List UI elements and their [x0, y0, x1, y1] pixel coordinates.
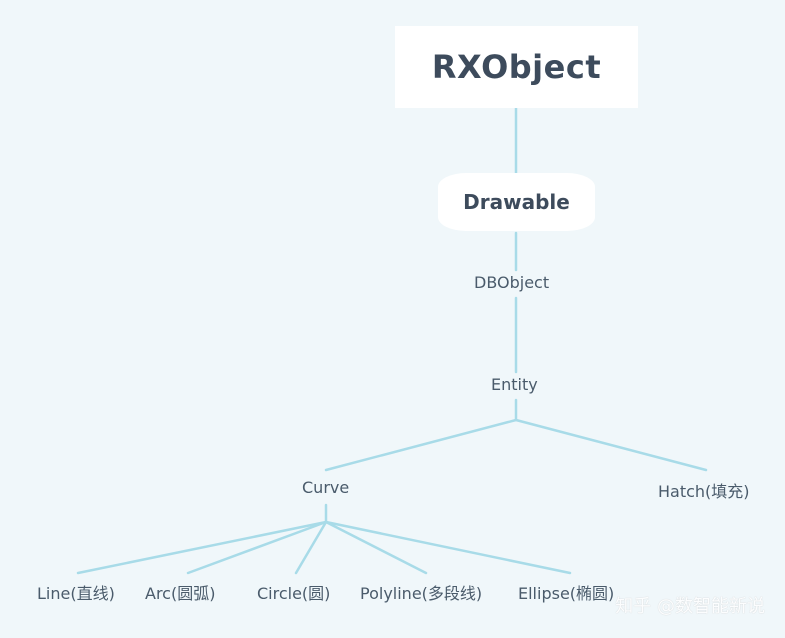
connector-entity-hatch [514, 418, 708, 472]
node-hatch: Hatch(填充) [656, 478, 752, 502]
node-polyline: Polyline(多段线) [358, 580, 485, 604]
node-drawable: Drawable [438, 173, 595, 231]
node-entity: Entity [489, 375, 540, 394]
node-arc: Arc(圆弧) [143, 580, 218, 604]
node-line: Line(直线) [35, 580, 117, 604]
node-rxobject-label: RXObject [431, 48, 602, 86]
connector-curve-polyline [324, 520, 428, 575]
node-rxobject: RXObject [395, 26, 638, 108]
node-circle: Circle(圆) [255, 580, 333, 604]
node-drawable-label: Drawable [463, 190, 570, 214]
connector-curve-line [76, 520, 328, 575]
watermark: 知乎 @数智能新说 [615, 596, 765, 617]
node-ellipse: Ellipse(椭圆) [516, 580, 617, 604]
connector-curve-arc [186, 520, 328, 575]
node-curve: Curve [300, 478, 352, 497]
node-dbobject: DBObject [472, 273, 552, 292]
connector-curve-ellipse [324, 520, 572, 575]
connector-entity-curve [324, 418, 518, 472]
connector-curve-circle [294, 520, 328, 575]
